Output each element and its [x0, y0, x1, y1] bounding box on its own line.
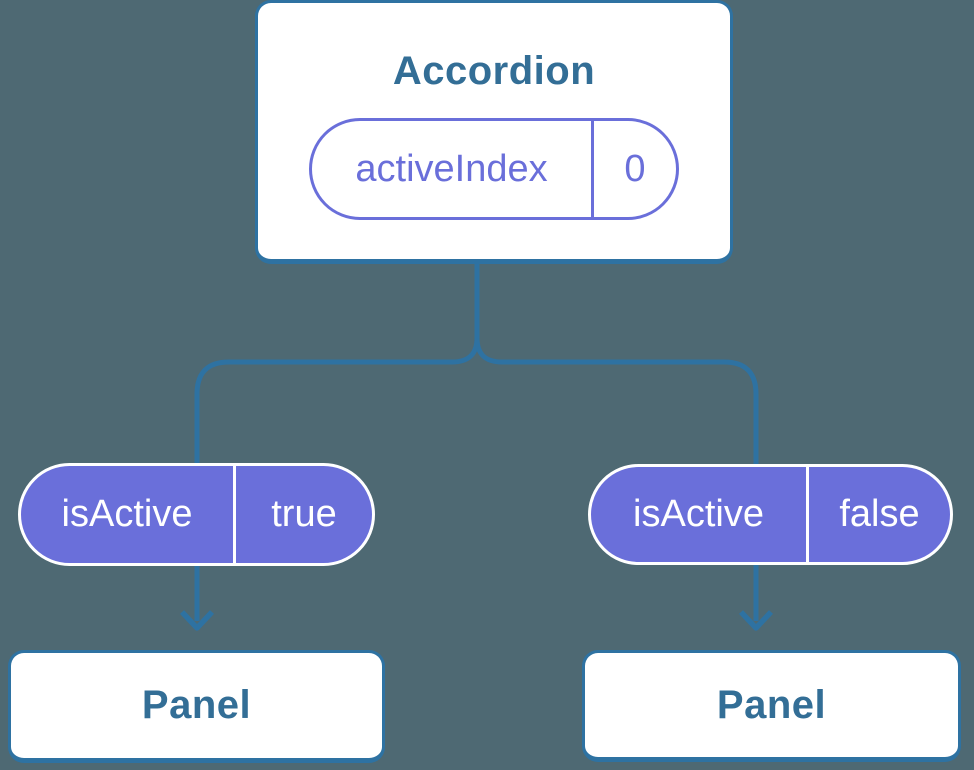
accordion-card: Accordion activeIndex 0 — [255, 0, 733, 264]
prop-value: true — [233, 466, 372, 563]
panel-card-left: Panel — [8, 650, 385, 763]
panel-card-right: Panel — [582, 650, 961, 762]
prop-name: isActive — [633, 493, 764, 535]
isactive-prop-pill-right: isActive false — [588, 464, 953, 565]
connector-left-branch — [194, 262, 480, 621]
accordion-card-title: Accordion — [392, 49, 596, 93]
connector-right-branch — [474, 262, 759, 621]
state-value: 0 — [591, 121, 676, 217]
activeindex-state-pill: activeIndex 0 — [309, 118, 679, 220]
prop-value: false — [806, 467, 950, 562]
state-name: activeIndex — [355, 147, 548, 190]
prop-name: isActive — [61, 493, 193, 535]
isactive-prop-pill-left: isActive true — [18, 463, 375, 566]
arrow-down-icon — [179, 610, 215, 631]
panel-card-title: Panel — [716, 682, 827, 727]
arrow-down-icon — [738, 610, 774, 631]
panel-card-title: Panel — [141, 683, 252, 727]
